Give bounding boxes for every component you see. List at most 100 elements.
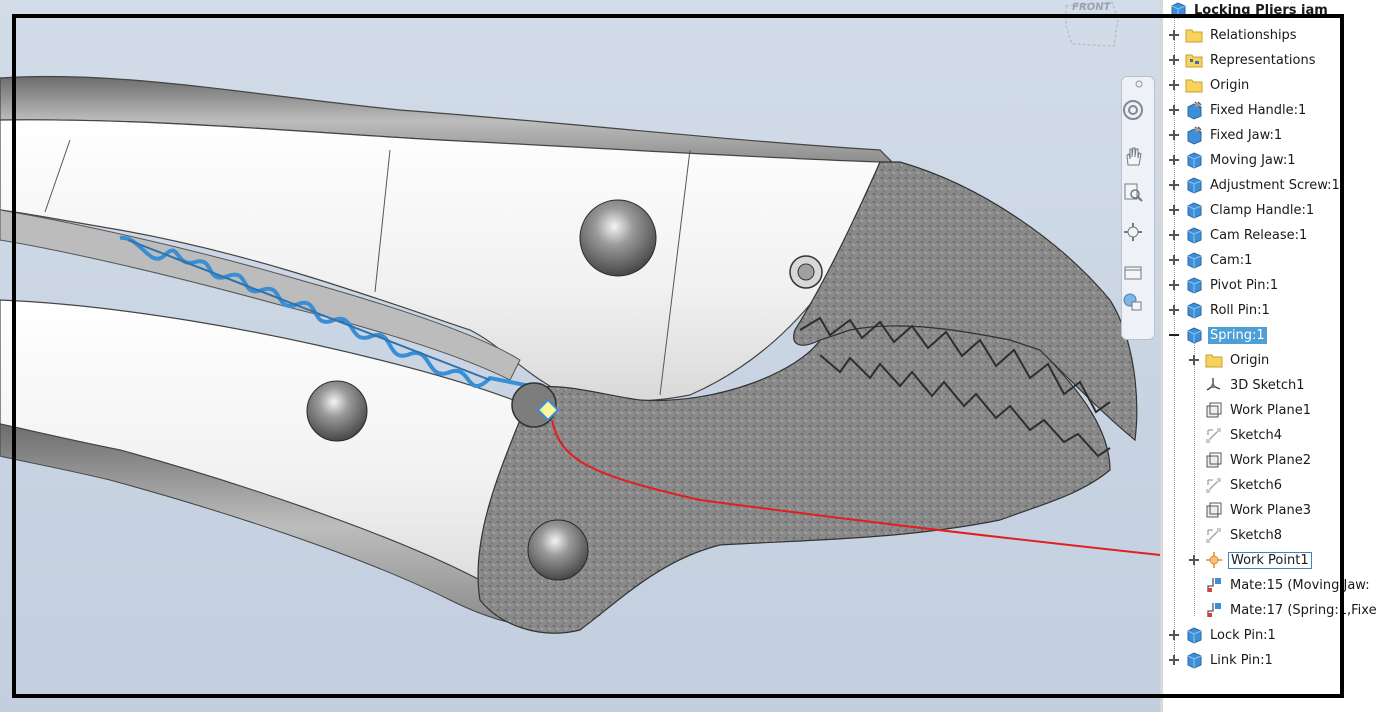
expand-icon[interactable] — [1169, 105, 1179, 115]
browser-item-label: Lock Pin:1 — [1210, 627, 1276, 643]
part-icon — [1185, 226, 1203, 244]
browser-item-label: Adjustment Screw:1 — [1210, 177, 1340, 193]
expand-icon[interactable] — [1169, 230, 1179, 240]
browser-item-label: Sketch8 — [1230, 527, 1283, 543]
expand-icon[interactable] — [1189, 355, 1199, 365]
browser-item-label: Roll Pin:1 — [1210, 302, 1270, 318]
part-icon — [1185, 151, 1203, 169]
browser-item-moving-jaw-1[interactable]: Moving Jaw:1 — [1169, 149, 1297, 171]
browser-item-representations[interactable]: Representations — [1169, 49, 1318, 71]
browser-item-label: Work Plane1 — [1230, 402, 1311, 418]
browser-item-clamp-handle-1[interactable]: Clamp Handle:1 — [1169, 199, 1316, 221]
part-icon — [1185, 301, 1203, 319]
graphics-viewport[interactable]: FRONT — [0, 0, 1161, 712]
fixed-jaw — [793, 161, 1138, 442]
close-icon[interactable] — [1122, 79, 1144, 89]
part-icon — [1185, 251, 1203, 269]
browser-item-work-plane2[interactable]: Work Plane2 — [1189, 449, 1313, 471]
browser-item-fixed-handle-1[interactable]: Fixed Handle:1 — [1169, 99, 1308, 121]
browser-item-sketch6[interactable]: Sketch6 — [1189, 474, 1284, 496]
browser-item-origin[interactable]: Origin — [1189, 349, 1271, 371]
browser-item-3d-sketch1[interactable]: 3D Sketch1 — [1189, 374, 1306, 396]
3d-sketch-icon — [1205, 376, 1223, 394]
browser-item-cam-1[interactable]: Cam:1 — [1169, 249, 1254, 271]
work-plane-icon — [1205, 451, 1223, 469]
browser-item-label: Work Plane3 — [1230, 502, 1311, 518]
browser-root[interactable]: Locking Pliers jam — [1169, 0, 1330, 21]
expand-icon[interactable] — [1169, 155, 1179, 165]
browser-item-roll-pin-1[interactable]: Roll Pin:1 — [1169, 299, 1272, 321]
folder-icon — [1205, 351, 1223, 369]
part-grounded-icon — [1185, 101, 1203, 120]
expand-icon[interactable] — [1169, 130, 1179, 140]
browser-item-label: Mate:15 (Moving Jaw: — [1230, 577, 1370, 593]
expand-icon[interactable] — [1169, 205, 1179, 215]
browser-item-mate-15-moving-jaw[interactable]: Mate:15 (Moving Jaw: — [1189, 574, 1372, 596]
browser-item-label: 3D Sketch1 — [1230, 377, 1305, 393]
browser-item-cam-release-1[interactable]: Cam Release:1 — [1169, 224, 1309, 246]
appearance-icon[interactable] — [1122, 291, 1144, 313]
expand-icon[interactable] — [1169, 655, 1179, 665]
rivet-middle — [306, 380, 368, 442]
browser-item-label: Work Point1 — [1228, 551, 1312, 569]
lower-teeth — [819, 354, 1111, 458]
browser-item-label: Representations — [1210, 52, 1316, 68]
work-plane-icon — [1205, 401, 1223, 419]
browser-item-fixed-jaw-1[interactable]: Fixed Jaw:1 — [1169, 124, 1284, 146]
sketch-icon — [1205, 426, 1223, 444]
browser-item-label: Fixed Jaw:1 — [1210, 127, 1283, 143]
browser-item-mate-17-spring-1-fixe[interactable]: Mate:17 (Spring:1,Fixe — [1189, 599, 1379, 621]
orbit-icon[interactable] — [1122, 221, 1144, 243]
browser-item-spring-1[interactable]: Spring:1 — [1169, 324, 1267, 346]
part-icon — [1185, 176, 1203, 194]
browser-item-origin[interactable]: Origin — [1169, 74, 1251, 96]
expand-icon[interactable] — [1169, 180, 1179, 190]
browser-item-label: Spring:1 — [1208, 326, 1267, 344]
browser-item-adjustment-screw-1[interactable]: Adjustment Screw:1 — [1169, 174, 1342, 196]
browser-item-work-plane1[interactable]: Work Plane1 — [1189, 399, 1313, 421]
mate-icon — [1205, 576, 1223, 594]
browser-item-work-plane3[interactable]: Work Plane3 — [1189, 499, 1313, 521]
collapse-icon[interactable] — [1169, 330, 1179, 340]
expand-icon[interactable] — [1169, 80, 1179, 90]
rivet-upper — [579, 199, 657, 277]
browser-item-relationships[interactable]: Relationships — [1169, 24, 1299, 46]
pliers-model — [0, 75, 1161, 634]
upper-teeth — [799, 316, 1111, 414]
folder-icon — [1185, 26, 1203, 44]
part-icon — [1185, 626, 1203, 644]
expand-icon[interactable] — [1169, 255, 1179, 265]
expand-icon[interactable] — [1169, 630, 1179, 640]
browser-item-label: Cam Release:1 — [1210, 227, 1308, 243]
browser-item-label: Sketch4 — [1230, 427, 1283, 443]
browser-item-link-pin-1[interactable]: Link Pin:1 — [1169, 649, 1275, 671]
viewcube[interactable] — [1062, 0, 1122, 50]
zoom-icon[interactable] — [1122, 181, 1144, 203]
browser-item-lock-pin-1[interactable]: Lock Pin:1 — [1169, 624, 1278, 646]
rivet-lower — [527, 519, 589, 581]
expand-icon[interactable] — [1169, 55, 1179, 65]
viewcube-label: FRONT — [1071, 2, 1112, 13]
expand-icon[interactable] — [1189, 555, 1199, 565]
part-icon — [1185, 276, 1203, 294]
expand-icon[interactable] — [1169, 305, 1179, 315]
browser-item-work-point1[interactable]: Work Point1 — [1189, 549, 1312, 571]
sketch-icon — [1205, 526, 1223, 544]
part-icon — [1185, 201, 1203, 219]
work-point-icon — [1205, 551, 1223, 569]
browser-item-sketch8[interactable]: Sketch8 — [1189, 524, 1284, 546]
browser-item-label: Fixed Handle:1 — [1210, 102, 1307, 118]
pan-icon[interactable] — [1122, 145, 1144, 167]
expand-icon[interactable] — [1169, 280, 1179, 290]
steering-wheel-icon[interactable] — [1122, 99, 1144, 121]
browser-item-pivot-pin-1[interactable]: Pivot Pin:1 — [1169, 274, 1280, 296]
expand-icon[interactable] — [1169, 30, 1179, 40]
browser-item-sketch4[interactable]: Sketch4 — [1189, 424, 1284, 446]
view-face-icon[interactable] — [1122, 261, 1144, 283]
work-point-marker[interactable] — [536, 398, 560, 422]
fixed-handle — [0, 119, 881, 402]
sketch-icon — [1205, 476, 1223, 494]
mate-icon — [1205, 601, 1223, 619]
browser-item-label: Mate:17 (Spring:1,Fixe — [1230, 602, 1377, 618]
